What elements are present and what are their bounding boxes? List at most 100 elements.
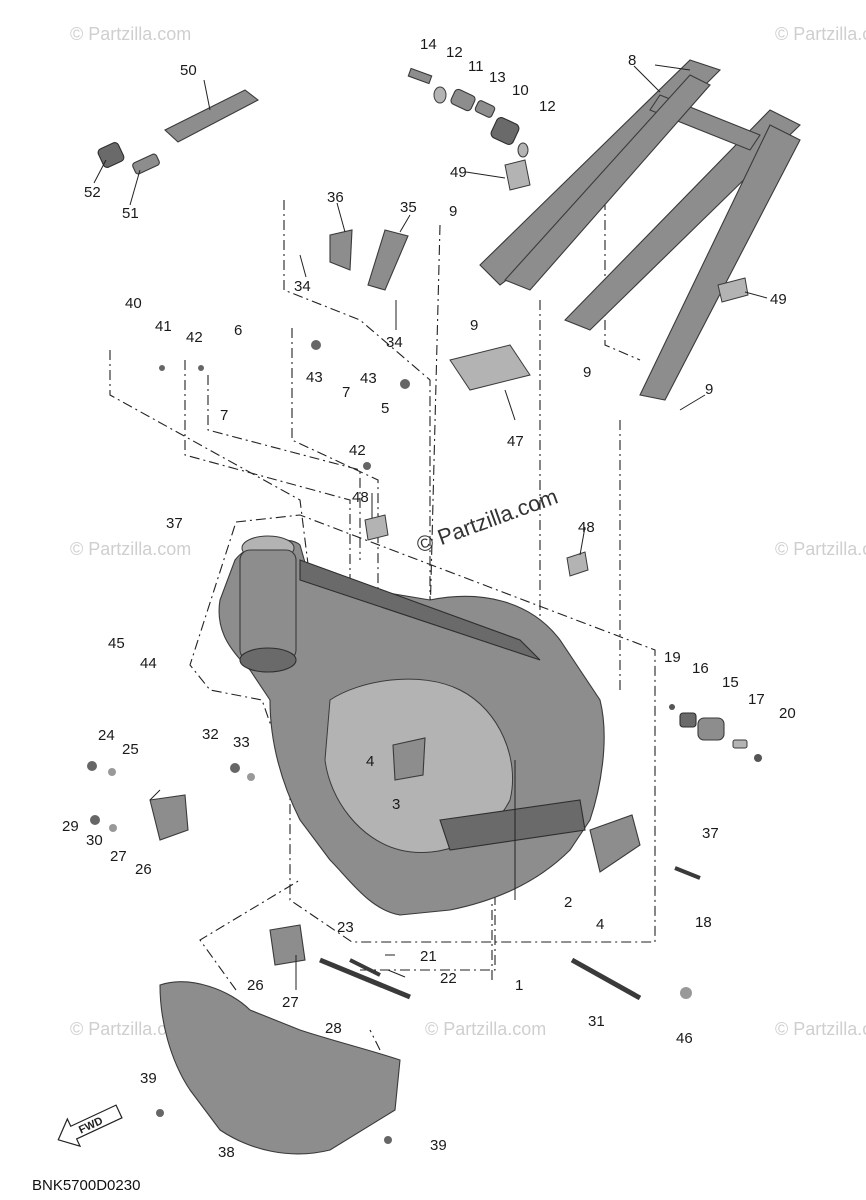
bolt-part-52[interactable] (97, 141, 125, 168)
callout-21: 21 (420, 948, 437, 965)
collar-16[interactable] (679, 712, 697, 728)
callout-39b: 39 (430, 1137, 447, 1154)
leader-lines (93, 64, 768, 990)
callout-9b: 9 (470, 317, 478, 334)
diagram-code: BNK5700D0230 (32, 1177, 140, 1194)
callout-6: 6 (234, 322, 242, 339)
callout-2: 2 (564, 894, 572, 911)
callout-41: 41 (155, 318, 172, 335)
callout-28: 28 (325, 1020, 342, 1037)
callout-47: 47 (507, 433, 524, 450)
bracket-35[interactable] (367, 229, 409, 291)
callout-22: 22 (440, 970, 457, 987)
callout-50: 50 (180, 62, 197, 79)
callout-20: 20 (779, 705, 796, 722)
watermark-text: © Partzilla.com (775, 539, 866, 559)
callout-26b: 26 (247, 977, 264, 994)
torque-rod[interactable] (164, 89, 260, 143)
watermark-text: © Partzilla.com (425, 1019, 546, 1039)
watermark-text: © Partzilla.com (775, 24, 866, 44)
clip-48-left[interactable] (364, 514, 389, 541)
callout-39a: 39 (140, 1070, 157, 1087)
callout-46: 46 (676, 1030, 693, 1047)
callout-5: 5 (381, 400, 389, 417)
callout-4a: 4 (366, 753, 374, 770)
callout-32: 32 (202, 726, 219, 743)
callout-10: 10 (512, 82, 529, 99)
callout-37a: 37 (166, 515, 183, 532)
callout-36: 36 (327, 189, 344, 206)
fwd-label: FWD (77, 1115, 105, 1136)
main-frame[interactable] (218, 535, 605, 916)
callout-3: 3 (392, 796, 400, 813)
bolt-18[interactable] (674, 866, 701, 880)
fastener-dots (87, 340, 762, 1144)
callout-11: 11 (468, 58, 484, 75)
engine-bracket-26-upper[interactable] (149, 794, 189, 841)
callout-17: 17 (748, 691, 765, 708)
callout-23: 23 (337, 919, 354, 936)
callout-42a: 42 (186, 329, 203, 346)
callout-1: 1 (515, 977, 523, 994)
callout-14: 14 (420, 36, 437, 53)
watermark-text: © Partzilla.com (70, 1019, 191, 1039)
callout-37b: 37 (702, 825, 719, 842)
callout-26a: 26 (135, 861, 152, 878)
callout-48a: 48 (352, 489, 369, 506)
callout-34a: 34 (294, 278, 311, 295)
callout-30: 30 (86, 832, 103, 849)
collar-stack[interactable] (407, 67, 529, 158)
bolt-31[interactable] (570, 957, 642, 1001)
callout-40: 40 (125, 295, 142, 312)
callout-9d: 9 (705, 381, 713, 398)
callout-44: 44 (140, 655, 157, 672)
callout-48b: 48 (578, 519, 595, 536)
collar-17[interactable] (732, 739, 748, 749)
bolt-part-51[interactable] (132, 153, 161, 175)
collar-15[interactable] (697, 717, 725, 741)
clip-49-upper[interactable] (504, 159, 531, 191)
callout-35: 35 (400, 199, 417, 216)
callout-8: 8 (628, 52, 636, 69)
callout-27a: 27 (110, 848, 127, 865)
clip-48-right[interactable] (566, 551, 589, 577)
engine-bracket-2[interactable] (589, 814, 641, 873)
callout-9a: 9 (449, 203, 457, 220)
callout-24: 24 (98, 727, 115, 744)
callout-4b: 4 (596, 916, 604, 933)
callout-52: 52 (84, 184, 101, 201)
callout-31: 31 (588, 1013, 605, 1030)
callout-12b: 12 (539, 98, 556, 115)
callout-7b: 7 (342, 384, 350, 401)
callout-19: 19 (664, 649, 681, 666)
callout-42b: 42 (349, 442, 366, 459)
bracket-47[interactable] (449, 344, 531, 391)
clip-49-lower[interactable] (717, 277, 749, 303)
watermark-text: © Partzilla.com (70, 24, 191, 44)
engine-bracket-26-lower[interactable] (269, 924, 306, 966)
bracket-36[interactable] (329, 229, 353, 271)
callout-labels: 1 2 3 4 4 5 6 7 7 8 9 9 9 9 10 11 12 12 … (62, 36, 796, 1161)
watermark-text: © Partzilla.com (70, 539, 191, 559)
callout-43a: 43 (306, 369, 323, 386)
watermark-text: © Partzilla.com (775, 1019, 866, 1039)
skid-plate[interactable] (159, 981, 401, 1155)
bolt-28[interactable] (319, 957, 411, 1000)
callout-12a: 12 (446, 44, 463, 61)
callout-25: 25 (122, 741, 139, 758)
callout-15: 15 (722, 674, 739, 691)
engine-bracket-3[interactable] (392, 737, 426, 781)
callout-38: 38 (218, 1144, 235, 1161)
callout-13: 13 (489, 69, 506, 86)
callout-7a: 7 (220, 407, 228, 424)
watermark-main: © Partzilla.com (413, 484, 561, 558)
callout-27b: 27 (282, 994, 299, 1011)
callout-33: 33 (233, 734, 250, 751)
rear-subframe[interactable] (479, 59, 801, 401)
callout-51: 51 (122, 205, 139, 222)
bolt-23[interactable] (349, 958, 381, 977)
callout-18: 18 (695, 914, 712, 931)
callout-49a: 49 (450, 164, 467, 181)
callout-34b: 34 (386, 334, 403, 351)
